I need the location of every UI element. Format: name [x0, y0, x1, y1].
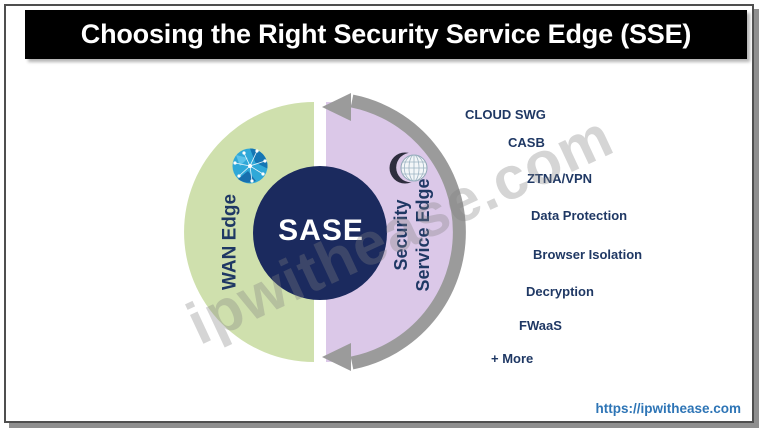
sse-function-ztna-vpn: ZTNA/VPN	[527, 171, 592, 186]
sse-function-decryption: Decryption	[526, 284, 594, 299]
network-globe-icon	[232, 148, 268, 184]
security-service-edge-label: Security Service Edge	[390, 160, 434, 310]
title-banner: Choosing the Right Security Service Edge…	[25, 10, 747, 59]
sase-circle	[253, 166, 387, 300]
sse-label-line1: Security	[391, 199, 411, 271]
sase-center-label: SASE	[278, 214, 364, 247]
sse-function-fwaas: FWaaS	[519, 318, 562, 333]
cycle-arrow-top-icon	[322, 93, 351, 121]
footer-url-link[interactable]: https://ipwithease.com	[595, 401, 741, 416]
sse-function-browser-isolation: Browser Isolation	[533, 247, 643, 262]
wireframe-globe-icon	[389, 152, 428, 184]
sse-function-casb: CASB	[508, 135, 545, 150]
wan-edge-label: WAN Edge	[219, 193, 241, 291]
cycle-arrow-bottom-icon	[322, 343, 351, 371]
sse-function-cloud-swg: CLOUD SWG	[465, 107, 546, 122]
sse-label-line2: Service Edge	[413, 178, 433, 292]
sse-function-data-protection: Data Protection	[531, 208, 628, 223]
wan-edge-half	[184, 102, 314, 362]
sse-function-more: + More	[491, 351, 534, 366]
cycle-arc	[350, 94, 466, 370]
page-title: Choosing the Right Security Service Edge…	[80, 19, 692, 49]
